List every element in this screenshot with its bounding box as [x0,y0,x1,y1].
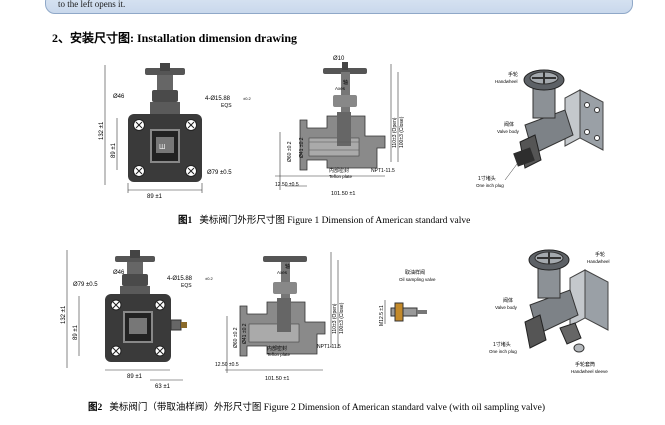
fig2-w89: 89 ±1 [127,374,143,380]
fig2-npt: NPT1-11.5 [317,344,341,350]
fig2-d60: Ø60 ±0.2 [233,327,239,348]
fig1-body-en: Valve body [497,129,520,134]
fig2-w1250: 12.50 ±0.5 [215,362,239,368]
figure-1: Ш Ø46 4-Ø15.88 ±0.2 EQS Ø79 ±0.5 89 ±1 1… [95,50,615,202]
fig1-eqs: EQS [221,103,232,109]
fig2-w63: 63 ±1 [155,384,171,390]
fig2-sampling-en: Oil sampling valve [399,277,436,282]
fig1-axis-cn: 轴 [343,79,348,86]
fig1-d41: Ø41 ±0.2 [299,137,305,158]
fig1-d46: Ø46 [113,94,125,100]
figure-1-caption: 图1 美标阀门外形尺寸图 Figure 1 Dimension of Ameri… [178,212,470,226]
fig2-m12: M12.5 ±1 [379,305,385,326]
figure-1-caption-text: 美标阀门外形尺寸图 Figure 1 Dimension of American… [199,216,471,226]
fig1-h100: 100±3 (Close) [399,116,405,148]
fig1-plug-en: One inch plug [476,183,504,188]
fig1-holes: 4-Ø15.88 [205,96,231,102]
fig2-d46: Ø46 [113,270,125,276]
fig2-h100: 100±3 (Close) [339,302,345,334]
fig2-handwheel-cn: 手轮 [595,251,605,258]
fig1-handwheel-en: Handwheel [495,79,518,84]
fig2-eqs: EQS [181,283,192,289]
front-view-drawing [66,250,187,381]
fig1-h89: 89 ±1 [111,142,117,158]
figure-1-number: 图1 [178,216,193,226]
fig2-axis-cn: 轴 [285,263,290,270]
previous-section-banner: to the left opens it. [45,0,633,14]
isometric-view-drawing [524,249,609,353]
fig2-d79: Ø79 ±0.5 [73,282,98,288]
figure-2-number: 图2 [88,403,103,413]
fig1-d10: Ø10 [333,56,345,62]
figure-2-caption: 图2 美标阀门（带取油样阀）外形尺寸图 Figure 2 Dimension o… [88,399,545,413]
fig2-plug-cn: 1寸堵头 [493,341,511,348]
fig2-body-en: Valve body [495,305,518,310]
section-view-drawing [275,62,399,190]
figure-2-caption-text: 美标阀门（带取油样阀）外形尺寸图 Figure 2 Dimension of A… [109,403,546,413]
fig2-sleeve-en: Handwheel sleeve [571,369,608,374]
fig1-npt: NPT1-11.5 [371,168,395,174]
fig2-body-cn: 阀体 [503,297,513,304]
fig2-h132: 132 ±1 [61,305,67,324]
fig2-w10150: 101.50 ±1 [265,376,289,382]
fig1-d79: Ø79 ±0.5 [207,170,232,176]
fig2-sampling-cn: 取油样阀 [405,269,425,276]
oil-sampling-valve-drawing [384,300,427,324]
fig2-axis-en: Axes [277,270,288,275]
fig1-teflon-cn: 内部密封 [329,167,349,174]
fig2-holes-tol: ±0.2 [205,276,214,281]
fig2-plug-en: One inch plug [489,349,517,354]
fig1-teflon-en: Teflon plate [329,174,353,179]
fig1-body-cn: 阀体 [504,121,514,128]
svg-text:Ш: Ш [159,144,165,151]
fig2-h89: 89 ±1 [73,324,79,340]
fig1-plug-cn: 1寸堵头 [478,175,496,182]
fig1-h110: 110±3 (Open) [392,117,398,148]
fig1-holes-tol: ±0.2 [243,96,252,101]
fig1-axis-en: Axes [335,86,346,91]
fig2-handwheel-en: Handwheel [587,259,610,264]
banner-text: to the left opens it. [58,0,126,9]
fig2-holes: 4-Ø15.88 [167,276,193,282]
isometric-view-drawing [513,69,604,169]
fig1-w89: 89 ±1 [147,194,163,200]
figure-2: Ø46 Ø79 ±0.5 4-Ø15.88 ±0.2 EQS 89 ±1 63 … [55,238,625,390]
front-view-drawing: Ш [104,63,203,193]
fig1-h132: 132 ±1 [99,121,105,140]
fig2-h110: 110±3 (Open) [332,303,338,334]
fig2-sleeve-cn: 手轮套筒 [575,361,595,368]
fig1-d60: Ø60 ±0.2 [287,141,293,162]
fig2-teflon-cn: 内部密封 [267,345,287,352]
fig1-w1250: 12.50 ±0.5 [275,182,299,188]
section-heading: 2、安装尺寸图: Installation dimension drawing [52,31,298,45]
fig1-handwheel-cn: 手轮 [508,71,518,78]
fig2-teflon-en: Teflon plate [267,352,291,357]
section-view-drawing [225,252,339,373]
fig2-d41: Ø41 ±0.2 [242,323,248,344]
fig1-w10150: 101.50 ±1 [331,191,355,197]
